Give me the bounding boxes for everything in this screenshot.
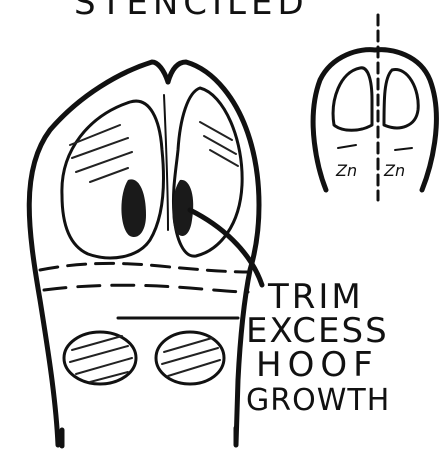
hatch-left-4	[90, 168, 128, 182]
sole-shading-left	[121, 179, 146, 237]
small-hoof-pad-mark-left: Zn	[335, 161, 357, 180]
heel-bulb-left-outline	[64, 332, 136, 384]
small-hoof-right-claw	[384, 70, 418, 128]
callout-line-4: GROWTH	[246, 383, 390, 418]
large-hoof-cleft-line	[164, 95, 168, 230]
large-hoof-left-claw	[62, 101, 164, 258]
heel-dash-line-2	[44, 285, 248, 292]
bulb-right-hatch-1	[164, 338, 212, 352]
bulb-left-hatch-3	[76, 358, 132, 374]
small-hoof-mark-2	[395, 148, 412, 150]
small-hoof-mark-1	[338, 145, 356, 148]
hatch-left-1	[70, 125, 120, 145]
callout-line-3: HOOF	[256, 345, 379, 385]
small-hoof-diagram: Zn Zn	[313, 15, 436, 200]
heel-bulb-right	[156, 332, 224, 384]
small-hoof-pad-mark-right: Zn	[383, 161, 405, 180]
small-hoof-outline	[313, 50, 436, 190]
bulb-right-hatch-3	[168, 360, 220, 376]
trim-callout: TRIM EXCESS HOOF GROWTH	[246, 277, 390, 418]
heel-bulb-left	[64, 332, 136, 384]
large-hoof-diagram	[29, 62, 262, 446]
heel-dash-line-1	[40, 263, 250, 272]
diagram-title: STENCILED	[74, 0, 309, 23]
heel-bulb-right-outline	[156, 332, 224, 384]
small-hoof-left-claw	[333, 68, 372, 130]
